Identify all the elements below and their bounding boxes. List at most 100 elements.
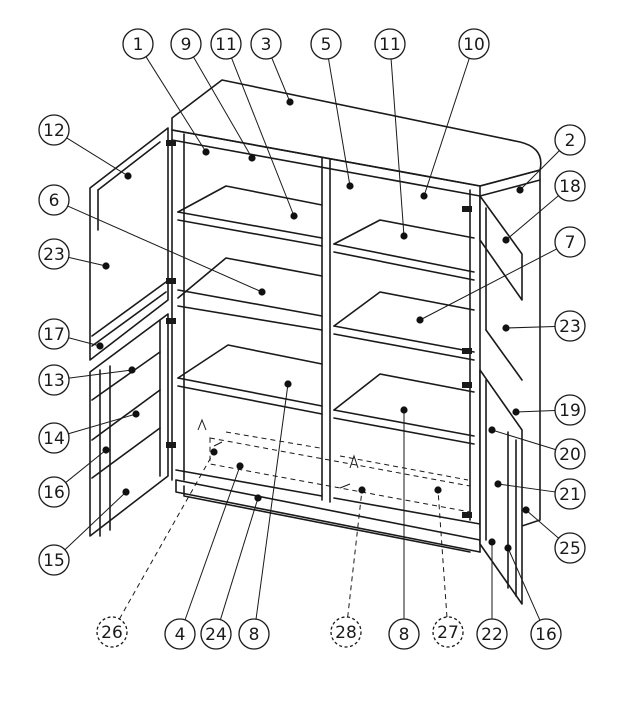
- leader-line-c23a: [68, 256, 107, 267]
- callout-circle-c17: [38, 318, 70, 350]
- left-upper-door: [89, 127, 169, 361]
- leader-line-c20: [491, 429, 556, 451]
- leader-line-c6: [67, 205, 263, 293]
- leader-line-c12: [66, 137, 129, 177]
- leader-line-c26: [118, 451, 215, 620]
- callout-c17: 17: [38, 318, 70, 350]
- callout-label-c1: 1: [133, 35, 144, 55]
- callout-circle-c16b: [530, 618, 562, 650]
- leader-dot-c24: [254, 494, 262, 502]
- callout-c2: 2: [554, 124, 586, 156]
- callout-c8b: 8: [388, 618, 420, 650]
- callout-c4: 4: [164, 618, 196, 650]
- leader-dot-c12: [124, 172, 132, 180]
- callout-c8a: 8: [238, 618, 270, 650]
- callout-circle-c24: [200, 618, 232, 650]
- leader-dot-c3: [286, 98, 294, 106]
- callout-label-c9: 9: [181, 35, 192, 55]
- callout-label-c12: 12: [43, 121, 65, 141]
- callout-c11a: 11: [210, 28, 242, 60]
- leader-line-c11b: [390, 58, 405, 237]
- callout-circle-c1: [122, 28, 154, 60]
- left-lower-door: [89, 313, 169, 537]
- leader-line-c17: [68, 337, 101, 347]
- leader-dot-c10: [420, 192, 428, 200]
- callout-circle-c4: [164, 618, 196, 650]
- callout-label-c4: 4: [175, 625, 186, 645]
- leader-dot-c22: [488, 538, 496, 546]
- leader-dot-c6: [258, 288, 266, 296]
- leader-line-c18: [505, 195, 559, 241]
- leader-dot-c13: [128, 366, 136, 374]
- callout-circle-c9: [170, 28, 202, 60]
- callout-c7: 7: [554, 226, 586, 258]
- leader-dot-c15: [122, 488, 130, 496]
- callout-c23a: 23: [38, 238, 70, 270]
- callout-label-c6: 6: [49, 191, 60, 211]
- callout-circle-c12: [38, 114, 70, 146]
- leader-line-c28: [347, 489, 363, 618]
- callout-circle-c20: [554, 438, 586, 470]
- callout-label-c24: 24: [205, 625, 227, 645]
- leader-dot-c25: [522, 506, 530, 514]
- callout-circle-c13: [38, 364, 70, 396]
- right-upper-door: [479, 195, 523, 381]
- leader-line-c10: [423, 58, 470, 197]
- callout-circle-c23a: [38, 238, 70, 270]
- callout-circle-c10: [458, 28, 490, 60]
- leader-dot-c9: [248, 154, 256, 162]
- callout-c19: 19: [554, 394, 586, 426]
- callout-c26: 26: [96, 616, 128, 648]
- callout-c21: 21: [554, 478, 586, 510]
- leader-dot-c8a: [284, 380, 292, 388]
- callout-label-c19: 19: [559, 401, 581, 421]
- callout-circle-c7: [554, 226, 586, 258]
- leader-line-c8a: [255, 383, 289, 620]
- callout-circle-c25: [554, 532, 586, 564]
- leader-line-c9: [193, 56, 253, 159]
- callout-c18: 18: [554, 170, 586, 202]
- callout-circle-c18: [554, 170, 586, 202]
- callout-label-c16b: 16: [535, 625, 557, 645]
- cabinet-body: [171, 79, 542, 553]
- callout-c25: 25: [554, 532, 586, 564]
- leader-line-c19: [515, 410, 556, 413]
- top-panel: [171, 79, 542, 187]
- callout-circle-c11a: [210, 28, 242, 60]
- callout-c1: 1: [122, 28, 154, 60]
- leader-dot-c5: [346, 182, 354, 190]
- callout-circle-c23b: [554, 310, 586, 342]
- callout-c22: 22: [476, 618, 508, 650]
- callout-label-c11a: 11: [215, 35, 237, 55]
- leader-line-c7: [419, 248, 557, 321]
- callout-circle-c26: [96, 616, 128, 648]
- callout-label-c7: 7: [565, 233, 576, 253]
- callout-label-c28: 28: [335, 623, 357, 643]
- callout-circle-c11b: [374, 28, 406, 60]
- callout-c14: 14: [38, 422, 70, 454]
- callout-circle-c14: [38, 422, 70, 454]
- callout-label-c10: 10: [463, 35, 485, 55]
- leader-dot-c18: [502, 236, 510, 244]
- leader-line-c13: [68, 369, 133, 379]
- leader-dot-c1: [202, 148, 210, 156]
- callout-circle-c16a: [38, 476, 70, 508]
- callout-label-c15: 15: [43, 551, 65, 571]
- right-lower-door: [479, 369, 523, 605]
- callout-label-c2: 2: [565, 131, 576, 151]
- leader-line-c2: [519, 150, 560, 191]
- leader-dot-c2: [516, 186, 524, 194]
- callout-circle-c15: [38, 544, 70, 576]
- callout-label-c26: 26: [101, 623, 123, 643]
- callout-circle-c2: [554, 124, 586, 156]
- callout-circle-c3: [250, 28, 282, 60]
- callout-circle-c5: [310, 28, 342, 60]
- callout-label-c22: 22: [481, 625, 503, 645]
- callout-label-c21: 21: [559, 485, 581, 505]
- callout-label-c20: 20: [559, 445, 581, 465]
- leader-dot-c14: [132, 410, 140, 418]
- callout-label-c16a: 16: [43, 483, 65, 503]
- callout-circle-c22: [476, 618, 508, 650]
- callout-c3: 3: [250, 28, 282, 60]
